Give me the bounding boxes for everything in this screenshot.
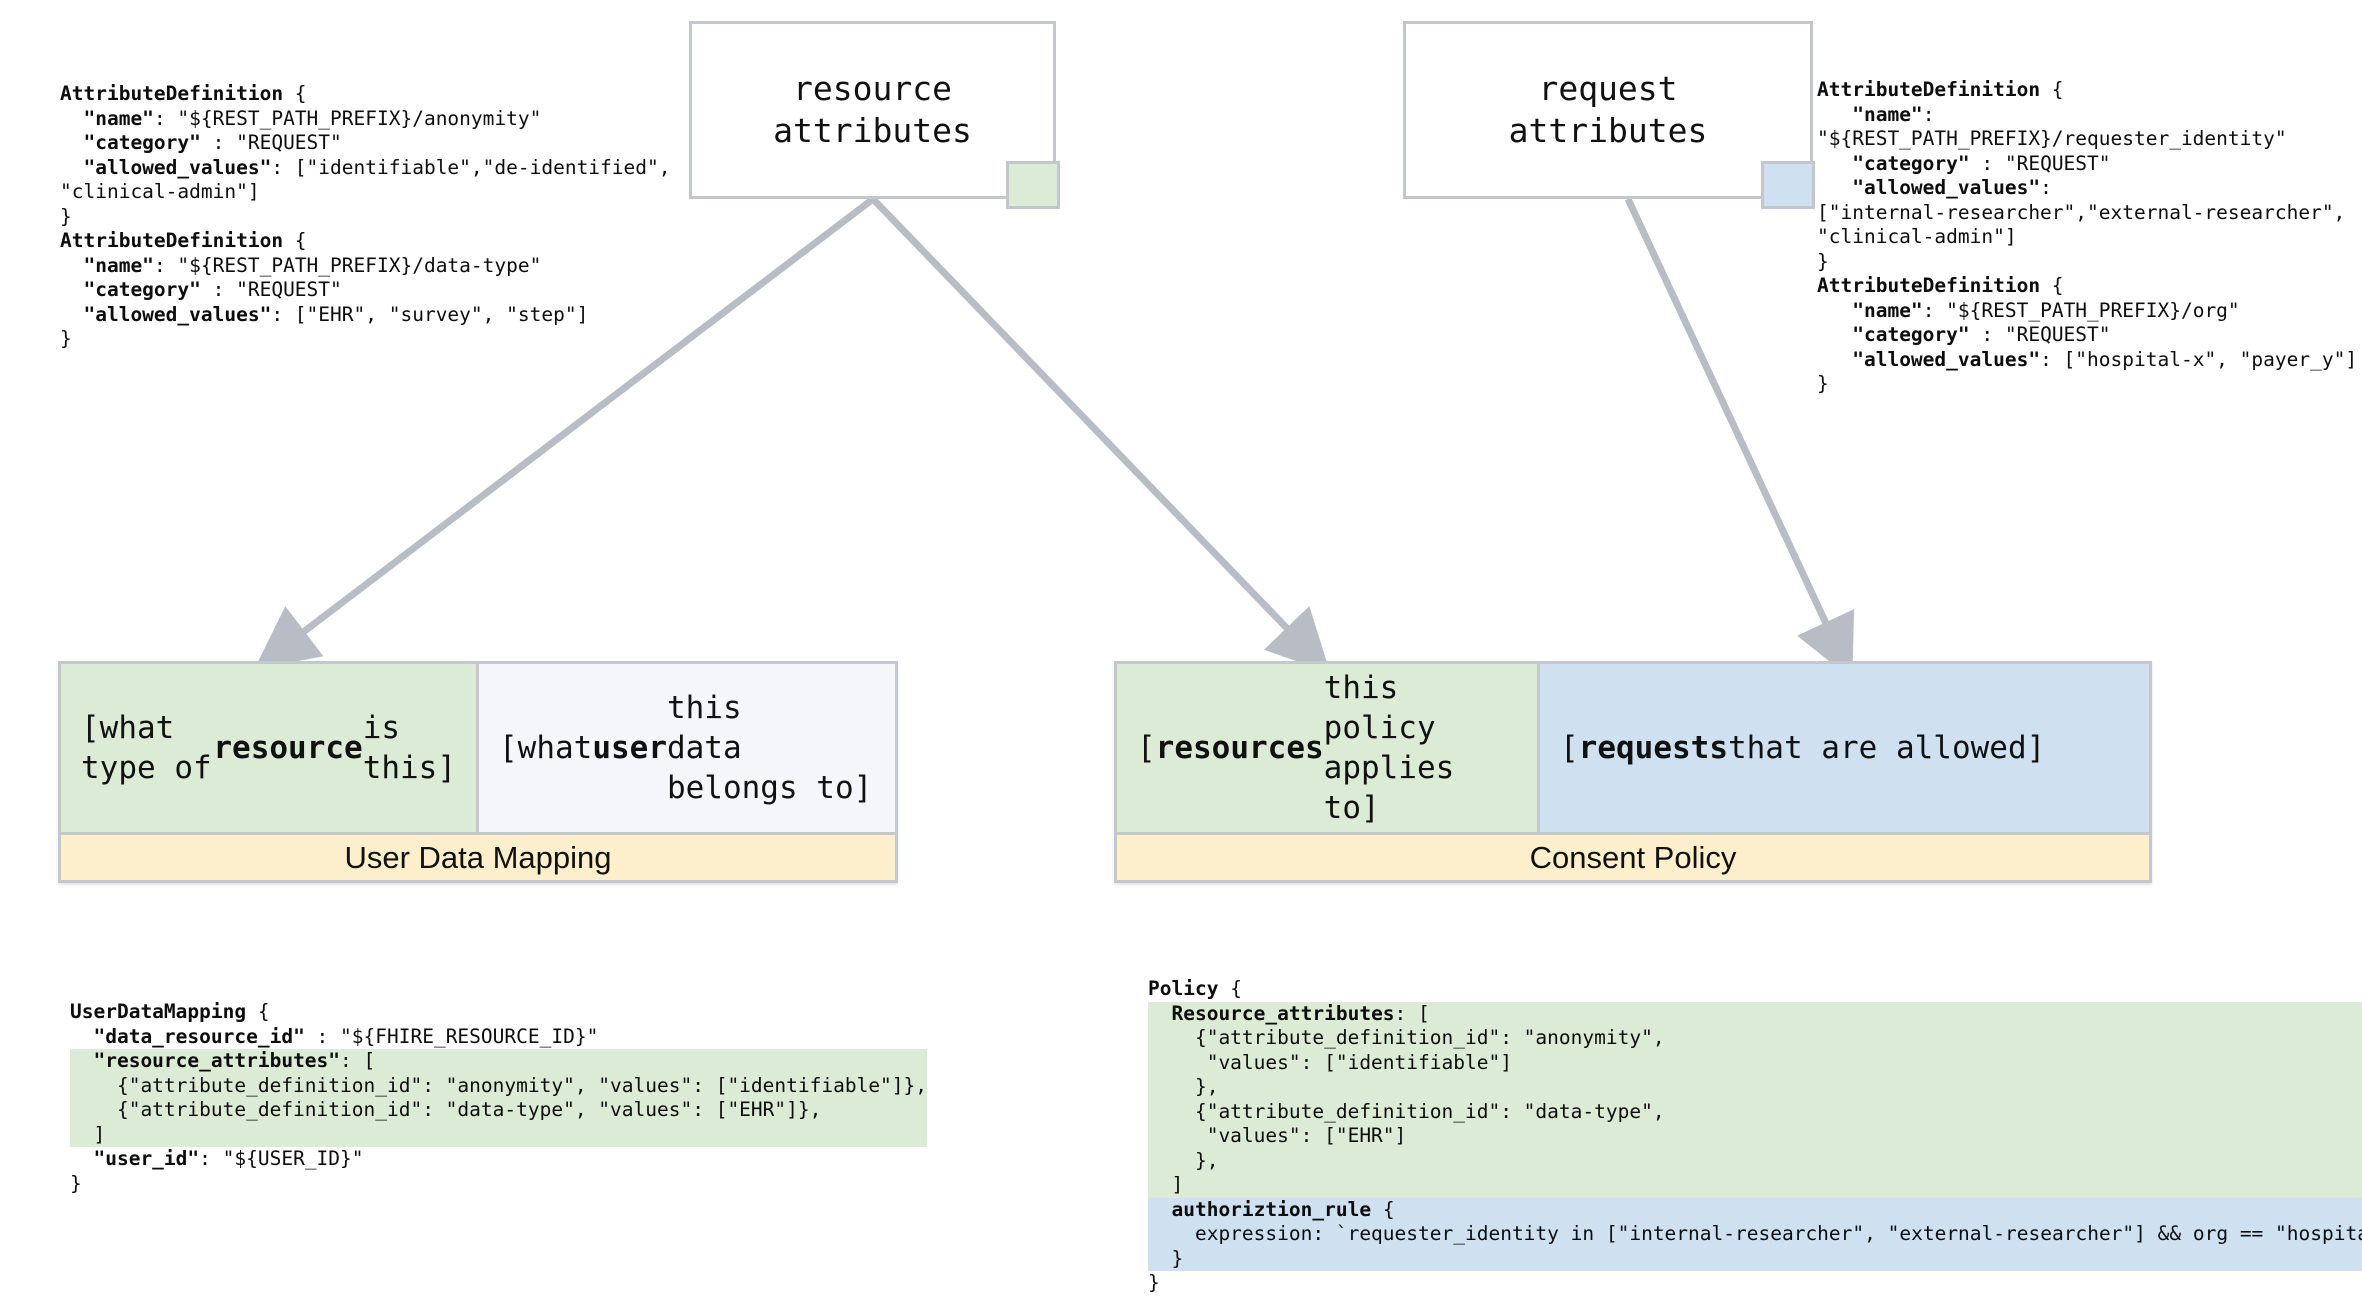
code-line: "${REST_PATH_PREFIX}/requester_identity": [1817, 127, 2287, 150]
code-line: authoriztion_rule {: [1148, 1197, 2362, 1222]
code-line: }: [1148, 1271, 1160, 1294]
arrow-resource-to-consent: [870, 196, 1331, 674]
code-line: "allowed_values": ["identifiable","de-id…: [83, 155, 671, 179]
code-line: },: [1148, 1075, 2362, 1100]
request-color-chip: [1761, 161, 1815, 209]
code-line: "data_resource_id" : "${FHIRE_RESOURCE_I…: [93, 1024, 599, 1048]
code-line: AttributeDefinition {: [1817, 274, 2064, 297]
code-line: "name": "${REST_PATH_PREFIX}/anonymity": [83, 106, 542, 130]
code-line: }: [1148, 1246, 2362, 1271]
code-line: ]: [70, 1122, 928, 1147]
code-line: "clinical-admin"]: [1817, 225, 2017, 248]
code-line: AttributeDefinition {: [1817, 78, 2064, 101]
code-line: },: [1148, 1148, 2362, 1173]
code-line: "category" : "REQUEST": [83, 131, 342, 154]
code-line: AttributeDefinition {: [60, 82, 307, 105]
code-line: Resource_attributes: [: [1148, 1001, 2362, 1026]
code-line: }: [60, 327, 72, 350]
code-line: Policy {: [1148, 977, 1242, 1000]
arrow-request-to-consent: [1624, 197, 1855, 680]
code-line: }: [1817, 372, 1829, 395]
code-line: ["internal-researcher","external-researc…: [1817, 200, 2346, 224]
attribute-definitions-left-code: AttributeDefinition { "name": "${REST_PA…: [60, 82, 671, 352]
code-line: "allowed_values":: [1852, 176, 2052, 199]
code-line: }: [1817, 249, 1829, 273]
code-line: "allowed_values": ["EHR", "survey", "ste…: [83, 302, 589, 326]
code-line: "resource_attributes": [: [70, 1049, 928, 1074]
consent-requests-cell[interactable]: [requests that are allowed]: [1537, 664, 2149, 832]
code-line: "values": ["identifiable"]: [1148, 1050, 2362, 1075]
code-line: "category" : "REQUEST": [83, 278, 342, 301]
consent-policy-label: Consent Policy: [1117, 832, 2149, 880]
user-data-mapping-code: UserDataMapping { "data_resource_id" : "…: [70, 1000, 928, 1196]
resource-color-chip: [1006, 161, 1060, 209]
code-line: "category" : "REQUEST": [1852, 151, 2111, 175]
code-line: {"attribute_definition_id": "data-type",: [1148, 1099, 2362, 1124]
code-line: "name": "${REST_PATH_PREFIX}/org": [1852, 298, 2240, 322]
user-data-mapping-label: User Data Mapping: [61, 832, 895, 880]
attribute-definitions-right-code: AttributeDefinition { "name":"${REST_PAT…: [1817, 78, 2357, 397]
code-line: "clinical-admin"]: [60, 180, 260, 203]
code-line: {"attribute_definition_id": "anonymity",: [1148, 1026, 2362, 1051]
code-line: "category" : "REQUEST": [1852, 323, 2111, 346]
code-line: "values": ["EHR"]: [1148, 1124, 2362, 1149]
code-line: }: [70, 1171, 82, 1195]
code-line: "user_id": "${USER_ID}": [93, 1147, 364, 1170]
code-line: "name": "${REST_PATH_PREFIX}/data-type": [83, 253, 542, 277]
code-line: UserDataMapping {: [70, 1000, 270, 1023]
code-line: ]: [1148, 1173, 2362, 1198]
code-line: "name":: [1852, 102, 1935, 126]
code-line: }: [60, 204, 72, 228]
code-line: {"attribute_definition_id": "anonymity",…: [70, 1073, 928, 1098]
code-line: expression: `requester_identity in ["int…: [1148, 1222, 2362, 1247]
code-line: AttributeDefinition {: [60, 229, 307, 252]
code-line: "allowed_values": ["hospital-x", "payer_…: [1852, 347, 2358, 371]
policy-code: Policy { Resource_attributes: [ {"attrib…: [1148, 977, 2362, 1296]
code-line: {"attribute_definition_id": "data-type",…: [70, 1098, 928, 1123]
